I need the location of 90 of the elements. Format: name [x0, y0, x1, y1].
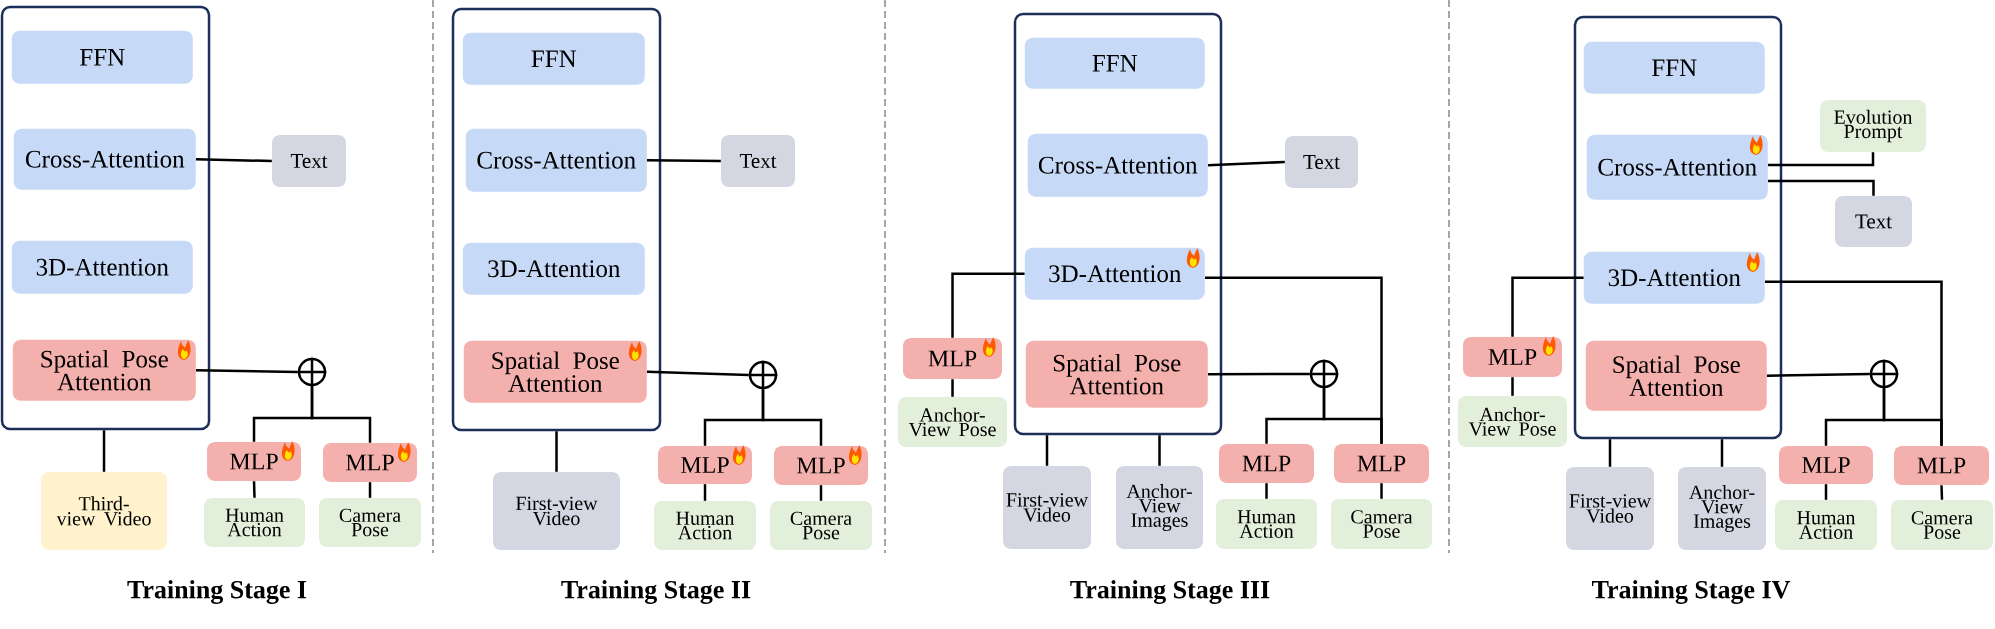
- layer-box: Cross-Attention: [465, 128, 647, 192]
- layer-box: 3D-Attention: [1024, 247, 1205, 300]
- input-box: Anchor-View Images: [1678, 467, 1766, 550]
- input-box: Evolution Prompt: [1820, 100, 1926, 152]
- input-box: Camera Pose: [1331, 499, 1432, 549]
- input-box: Human Action: [204, 498, 305, 547]
- connector-line: [1207, 160, 1285, 167]
- mlp-box: MLP: [774, 446, 868, 485]
- stage-title: Training Stage IV: [1592, 580, 1791, 604]
- connector-line: [646, 370, 749, 377]
- layer-box: Cross-Attention: [13, 128, 196, 190]
- input-box: First-view Video: [1003, 466, 1091, 549]
- connector-line: [102, 430, 106, 472]
- connector-line: [1045, 435, 1049, 466]
- layer-box: Spatial Pose Attention: [1025, 340, 1208, 408]
- sum-circle: [1308, 358, 1340, 390]
- mlp-box: MLP: [1334, 444, 1429, 483]
- block-frame: [1013, 12, 1223, 436]
- stage-title: Training Stage II: [561, 580, 751, 604]
- connector-line: [951, 272, 1025, 338]
- connector-line: [1767, 179, 1875, 196]
- layer-box: Cross-Attention: [1586, 134, 1768, 200]
- mlp-box: MLP: [1779, 446, 1873, 484]
- input-box: Anchor-View Pose: [1458, 396, 1567, 447]
- connector-line: [1824, 484, 1828, 500]
- mlp-box: MLP: [658, 446, 752, 484]
- stage-title: Training Stage III: [1070, 580, 1270, 604]
- connector-line: [1882, 388, 1943, 446]
- layer-box: Spatial Pose Attention: [1585, 340, 1767, 411]
- connector-line: [1158, 435, 1161, 466]
- connector-line: [1767, 152, 1875, 167]
- mlp-box: MLP: [1463, 337, 1562, 377]
- connector-line: [951, 379, 954, 397]
- connector-line: [646, 159, 721, 163]
- connector-line: [819, 485, 823, 501]
- layer-box: 3D-Attention: [1583, 251, 1765, 304]
- connector-line: [310, 386, 372, 443]
- connector-line: [1207, 372, 1310, 376]
- sum-circle: [1868, 358, 1900, 390]
- input-box: Anchor-View Pose: [898, 397, 1007, 447]
- connector-line: [1720, 439, 1724, 467]
- connector-line: [1940, 485, 1944, 500]
- connector-line: [1322, 388, 1383, 444]
- input-box: Anchor-View Images: [1116, 466, 1203, 549]
- connector-line: [1766, 372, 1870, 377]
- input-box: Text: [1835, 196, 1912, 247]
- connector-line: [703, 484, 707, 501]
- connector-line: [368, 482, 372, 498]
- sum-circle: [747, 359, 779, 391]
- mlp-box: MLP: [323, 443, 417, 482]
- input-box: First-view Video: [1566, 467, 1654, 550]
- input-box: Text: [721, 135, 795, 187]
- layer-box: FFN: [1024, 37, 1205, 89]
- connector-line: [1265, 483, 1268, 499]
- input-box: Third-view Video: [41, 472, 167, 550]
- stage-title: Training Stage I: [127, 580, 307, 604]
- layer-box: 3D-Attention: [11, 240, 193, 294]
- connector-line: [195, 369, 298, 374]
- block-frame: [1573, 15, 1783, 440]
- input-box: Human Action: [1216, 499, 1317, 549]
- input-box: Camera Pose: [319, 498, 421, 547]
- layer-box: Spatial Pose Attention: [463, 340, 647, 403]
- connector-line: [761, 389, 823, 446]
- layer-box: Cross-Attention: [1027, 133, 1208, 197]
- layer-box: FFN: [11, 30, 193, 84]
- layer-box: FFN: [1583, 41, 1765, 94]
- layer-box: 3D-Attention: [462, 242, 645, 295]
- connector-line: [555, 431, 558, 472]
- mlp-box: MLP: [1894, 446, 1989, 485]
- mlp-box: MLP: [207, 442, 301, 481]
- block-frame: [451, 7, 662, 432]
- connector-line: [1511, 276, 1584, 337]
- connector-line: [252, 481, 256, 498]
- block-frame: [0, 5, 211, 431]
- mlp-box: MLP: [903, 338, 1002, 379]
- input-box: Text: [1285, 136, 1358, 188]
- mlp-box: MLP: [1219, 444, 1314, 483]
- input-box: Camera Pose: [1891, 500, 1993, 550]
- layer-box: FFN: [462, 32, 645, 85]
- input-box: Human Action: [654, 501, 756, 550]
- layer-box: Spatial Pose Attention: [12, 339, 196, 401]
- connector-line: [1511, 377, 1514, 396]
- sum-circle: [296, 356, 328, 388]
- input-box: Text: [272, 135, 346, 187]
- input-box: Human Action: [1775, 500, 1877, 550]
- connector-line: [1380, 483, 1383, 499]
- connector-line: [195, 158, 272, 163]
- connector-line: [1608, 439, 1612, 467]
- input-box: First-view Video: [493, 472, 620, 550]
- input-box: Camera Pose: [770, 501, 872, 550]
